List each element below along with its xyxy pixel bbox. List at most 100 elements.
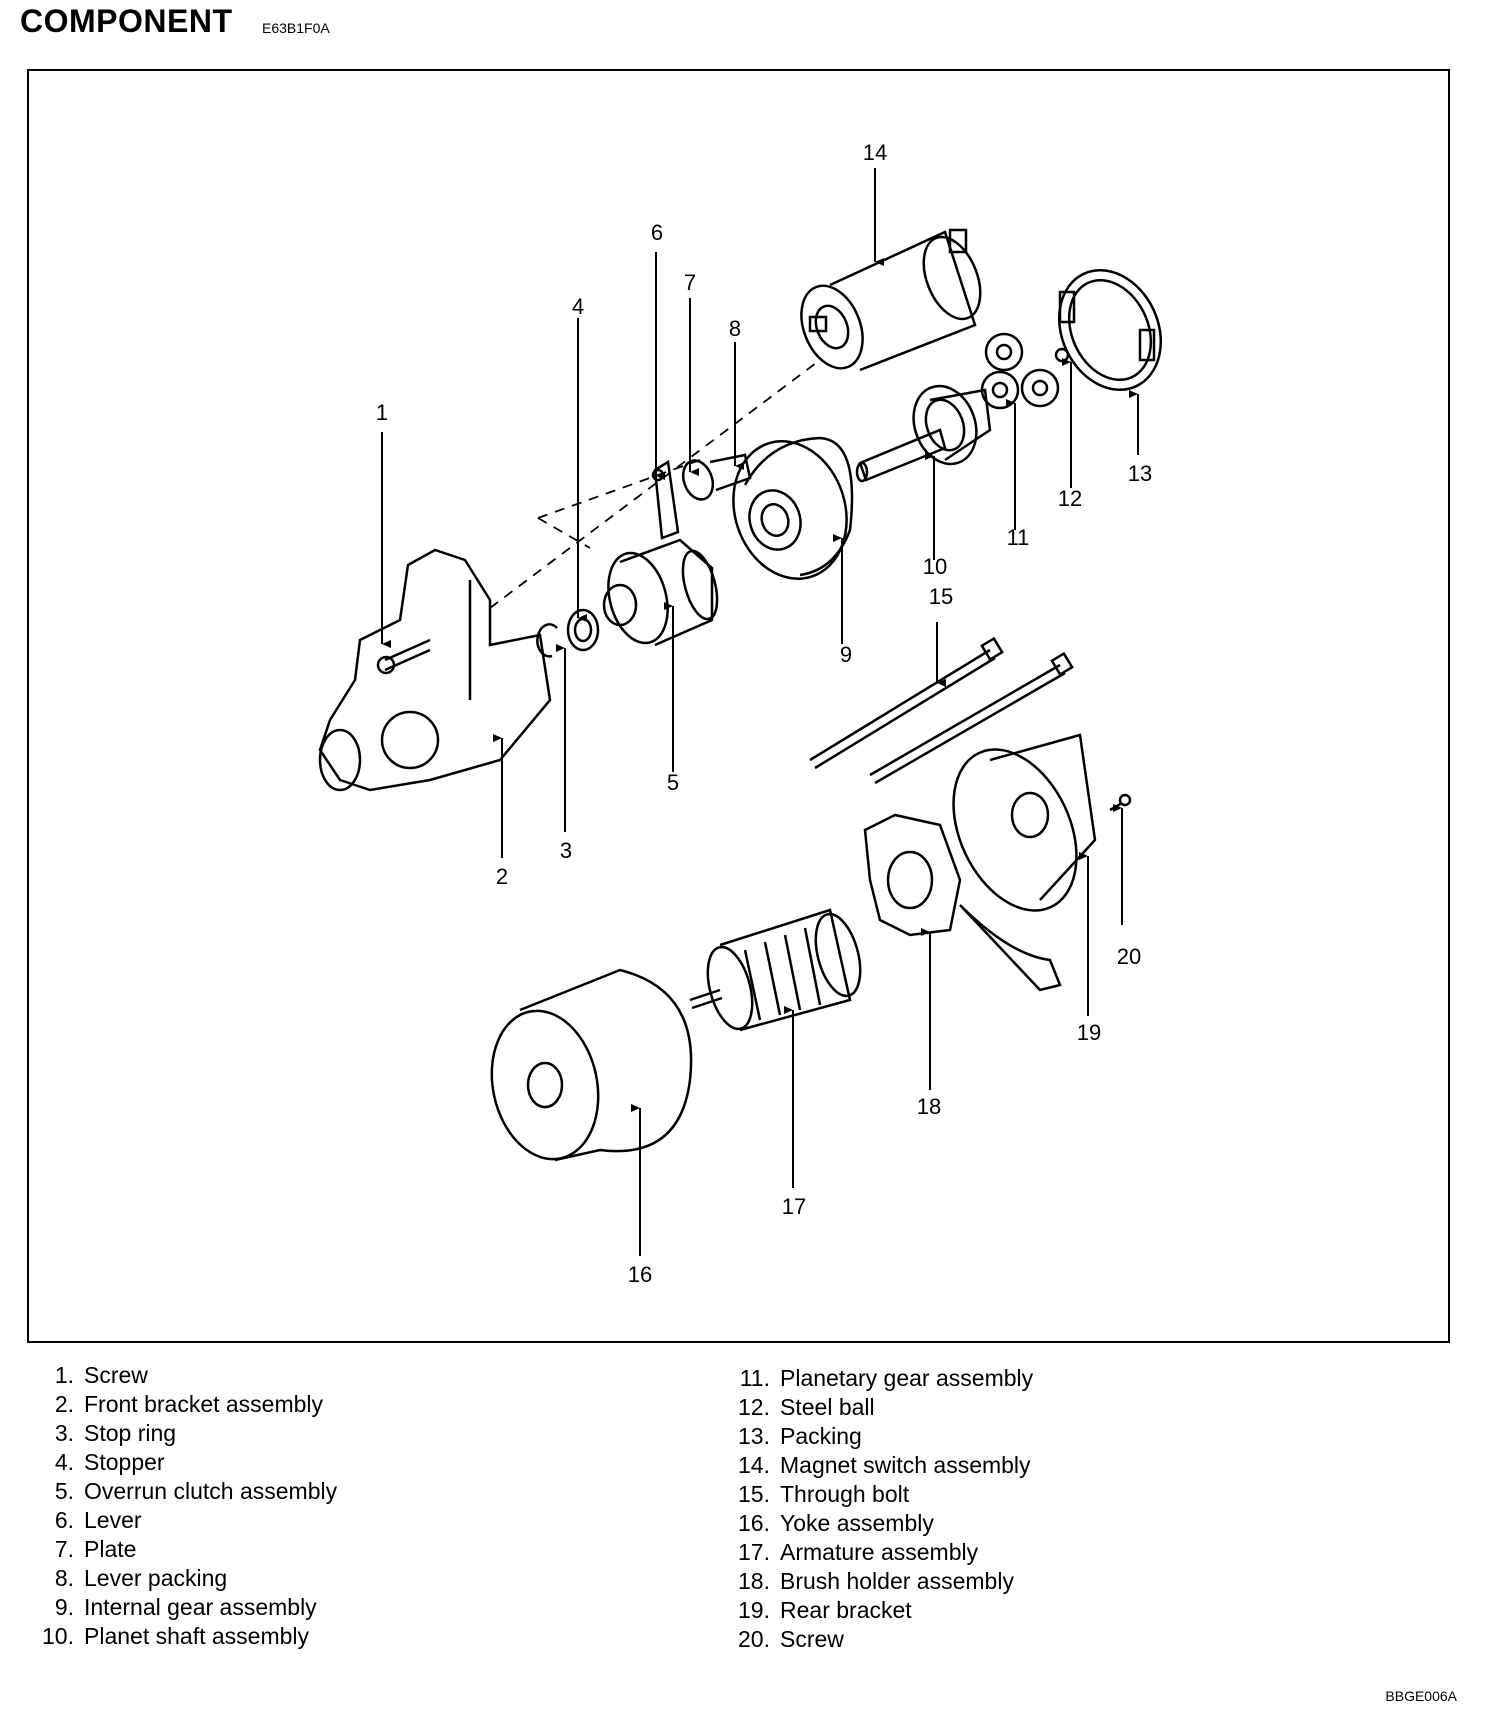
callout-12: 12 xyxy=(1058,486,1082,511)
callout-9: 9 xyxy=(840,642,852,667)
through-bolts-part xyxy=(809,636,1074,785)
legend-item: 3. Stop ring xyxy=(30,1419,337,1448)
legend-item: 8.Lever packing xyxy=(30,1564,337,1593)
legend-label: Front bracket assembly xyxy=(84,1391,324,1417)
callout-17: 17 xyxy=(782,1194,806,1219)
steel-ball-part xyxy=(1054,347,1070,363)
legend-label: Magnet switch assembly xyxy=(780,1452,1031,1478)
callout-10: 10 xyxy=(923,554,947,579)
page-title: COMPONENT xyxy=(20,3,233,39)
legend-item: 1.Screw xyxy=(30,1361,337,1390)
plate-part xyxy=(681,453,752,501)
legend-item: 17. Armature assembly xyxy=(726,1538,1033,1567)
callout-2: 2 xyxy=(496,864,508,889)
legend-item: 20. Screw xyxy=(726,1625,1033,1654)
callout-18: 18 xyxy=(917,1094,941,1119)
leader-lines xyxy=(381,168,1139,1256)
overrun-clutch-part xyxy=(602,538,719,647)
screw-part-20 xyxy=(1109,793,1132,812)
callout-4: 4 xyxy=(572,294,584,319)
legend-item: 18. Brush holder assembly xyxy=(726,1567,1033,1596)
brush-holder-part xyxy=(863,813,962,937)
armature-part xyxy=(689,908,862,1032)
legend-number: 4. xyxy=(54,1449,74,1475)
legend-number: 12. xyxy=(738,1394,770,1420)
legend-number: 19. xyxy=(738,1597,770,1623)
legend-item: 9. Internal gear assembly xyxy=(30,1593,337,1622)
callout-8: 8 xyxy=(729,316,741,341)
legend-label: Yoke assembly xyxy=(780,1510,934,1536)
legend-number: 18. xyxy=(738,1568,770,1594)
legend-label: Stop ring xyxy=(84,1420,177,1446)
legend-number: 3. xyxy=(54,1420,74,1446)
callout-11: 11 xyxy=(1007,525,1030,550)
legend-item: 11. Planetary gear assembly xyxy=(726,1364,1033,1393)
yoke-part xyxy=(490,968,693,1162)
legend-label: Overrun clutch assembly xyxy=(84,1478,338,1504)
callout-19: 19 xyxy=(1077,1020,1101,1045)
legend-label: Planetary gear assembly xyxy=(780,1365,1034,1391)
legend-number: 17. xyxy=(738,1539,770,1565)
legend-item: 14. Magnet switch assembly xyxy=(726,1451,1033,1480)
legend-number: 5. xyxy=(54,1478,74,1504)
callout-6: 6 xyxy=(651,220,663,245)
legend-label: Stopper xyxy=(84,1449,165,1475)
legend-number: 1. xyxy=(54,1362,74,1388)
legend-number: 11. xyxy=(739,1365,770,1391)
diagram-frame xyxy=(27,69,1450,1343)
legend-left: 1.Screw 2. Front bracket assembly 3. Stop … xyxy=(30,1361,337,1651)
callout-5: 5 xyxy=(667,770,679,795)
screw-part-1 xyxy=(376,638,431,675)
legend-item: 10. Planet shaft assembly xyxy=(30,1622,337,1651)
callout-14: 14 xyxy=(863,140,887,165)
legend-number: 6. xyxy=(54,1507,74,1533)
legend-number: 13. xyxy=(738,1423,770,1449)
legend-item: 16. Yoke assembly xyxy=(726,1509,1033,1538)
packing-part xyxy=(1057,269,1163,391)
legend-number: 20. xyxy=(738,1626,770,1652)
callout-16: 16 xyxy=(628,1262,652,1287)
callout-3: 3 xyxy=(560,838,572,863)
legend-label: Internal gear assembly xyxy=(84,1594,317,1620)
legend-label: Packing xyxy=(780,1423,862,1449)
document-code: E63B1F0A xyxy=(262,20,330,36)
legend-item: 6. Lever xyxy=(30,1506,337,1535)
legend-label: Armature assembly xyxy=(780,1539,979,1565)
legend-label: Rear bracket xyxy=(780,1597,912,1623)
planet-shaft-part xyxy=(855,384,992,483)
legend-item: 19. Rear bracket xyxy=(726,1596,1033,1625)
legend-right: 11. Planetary gear assembly 12. Steel ball… xyxy=(726,1364,1033,1654)
legend-label: Brush holder assembly xyxy=(780,1568,1014,1594)
callout-numbers: 1 2 3 4 5 6 7 8 9 10 11 12 13 14 15 16 1… xyxy=(376,140,1152,1287)
legend-number: 10. xyxy=(42,1623,74,1649)
legend-label: Screw xyxy=(780,1626,844,1652)
legend-number: 14. xyxy=(738,1452,770,1478)
callout-20: 20 xyxy=(1117,944,1141,969)
legend-number: 2. xyxy=(54,1391,74,1417)
legend-item: 4. Stopper xyxy=(30,1448,337,1477)
legend-item: 2. Front bracket assembly xyxy=(30,1390,337,1419)
legend-label: Planet shaft assembly xyxy=(84,1623,310,1649)
legend-item: 12. Steel ball xyxy=(726,1393,1033,1422)
internal-gear-part xyxy=(732,436,854,580)
legend-number: 8. xyxy=(54,1565,74,1591)
legend-number: 15. xyxy=(738,1481,770,1507)
legend-label: Lever xyxy=(84,1507,142,1533)
legend-number: 7. xyxy=(54,1536,74,1562)
legend-item: 5. Overrun clutch assembly xyxy=(30,1477,337,1506)
callout-1: 1 xyxy=(376,400,388,425)
legend-label: Steel ball xyxy=(780,1394,875,1420)
callout-15: 15 xyxy=(929,584,953,609)
legend-number: 9. xyxy=(54,1594,74,1620)
figure-code: BBGE006A xyxy=(1385,1688,1457,1704)
legend-label: Plate xyxy=(84,1536,137,1562)
callout-13: 13 xyxy=(1128,461,1152,486)
magnet-switch-part xyxy=(800,228,982,372)
legend-item: 7. Plate xyxy=(30,1535,337,1564)
callout-7: 7 xyxy=(684,270,696,295)
rear-bracket-part xyxy=(952,733,1097,992)
legend-number: 16. xyxy=(738,1510,770,1536)
legend-item: 15.Through bolt xyxy=(726,1480,1033,1509)
stopper-part xyxy=(566,608,600,652)
